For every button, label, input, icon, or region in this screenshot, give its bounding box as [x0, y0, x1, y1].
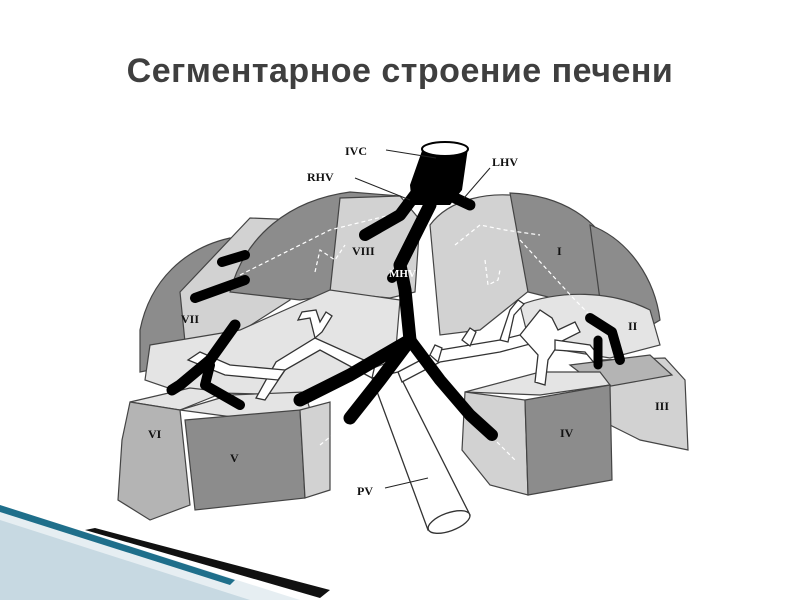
pv-label: PV — [357, 484, 373, 498]
segment-iv — [524, 384, 613, 496]
decorative-stripes — [0, 505, 330, 600]
segment-v-right — [299, 401, 331, 499]
segment-i-label: I — [557, 244, 562, 258]
ivc-label: IVC — [345, 144, 367, 158]
portal-vein — [186, 299, 603, 534]
segment-ii-label: II — [628, 319, 638, 333]
segment-v-label: V — [230, 451, 239, 465]
segment-vii-label: VII — [181, 312, 199, 326]
segment-iv-top — [464, 371, 612, 396]
segment-viii-label: VIII — [352, 244, 375, 258]
lhv-label: LHV — [492, 155, 518, 169]
segment-vi — [117, 401, 191, 521]
ivc-vessel — [410, 148, 468, 205]
segment-iv-left — [461, 391, 529, 496]
slide-title: Сегментарное строение печени — [126, 52, 674, 90]
ivc-opening — [421, 141, 469, 157]
hepatic-veins — [166, 141, 625, 441]
rhv-label: RHV — [307, 170, 334, 184]
segment-vi-label: VI — [148, 427, 162, 441]
label-leaders — [354, 149, 491, 489]
segment-iii-label: III — [655, 399, 669, 413]
segment-v — [184, 409, 306, 511]
segment-iv-label: IV — [560, 426, 574, 440]
mhv-label: MHV — [389, 268, 416, 280]
